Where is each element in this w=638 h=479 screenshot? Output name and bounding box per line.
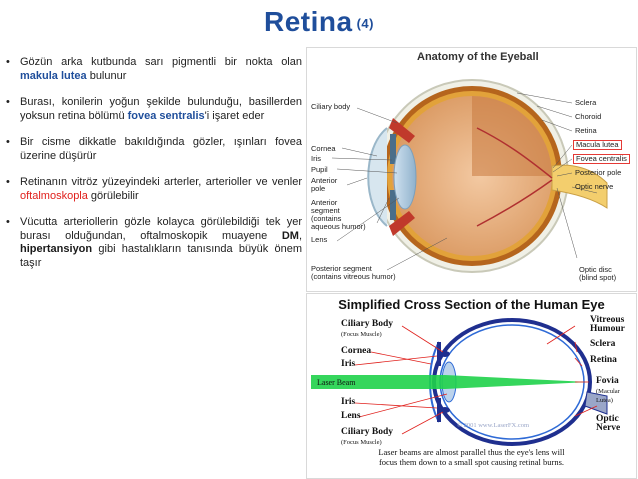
cross-section-illustration <box>311 318 608 446</box>
label-fovea-centralis: Fovea centralis <box>573 154 630 164</box>
label-optic-nerve-cs: Optic Nerve <box>596 414 621 433</box>
label-laser-beam: Laser Beam <box>317 378 356 387</box>
bullet-list: Gözün arka kutbunda sarı pigmentli bir n… <box>6 56 302 283</box>
label-choroid: Choroid <box>575 112 602 121</box>
label-cornea-cs: Cornea <box>341 346 372 356</box>
label-posterior-pole: Posterior pole <box>575 168 622 177</box>
label-ciliary-body-top: Ciliary Body(Focus Muscle) <box>341 319 393 338</box>
anatomy-title: Anatomy of the Eyeball <box>417 51 539 63</box>
label-fovia: Fovia(Macular Lutea) <box>596 376 620 404</box>
bullet-item: Bir cisme dikkatle bakıldığında gözler, … <box>6 136 302 163</box>
term-fovea-sentralis: fovea sentralis <box>127 109 205 122</box>
label-lens: Lens <box>311 235 328 244</box>
bullet-item: Vücutta arteriollerin gözle kolayca görü… <box>6 216 302 270</box>
label-lens-cs: Lens <box>341 411 361 421</box>
label-cornea: Cornea <box>311 144 336 153</box>
cross-section-title: Simplified Cross Section of the Human Ey… <box>338 297 605 312</box>
label-anterior-pole: Anterior pole <box>311 176 338 193</box>
slide-title: Retina(4) <box>0 6 638 38</box>
label-optic-disc: Optic disc (blind spot) <box>579 265 617 282</box>
label-retina: Retina <box>575 126 597 135</box>
bullet-item: Retinanın vitröz yüzeyindeki arterler, a… <box>6 176 302 203</box>
term-makula-lutea: makula lutea <box>20 69 87 82</box>
eyeball-illustration <box>331 79 608 273</box>
label-pupil: Pupil <box>311 165 328 174</box>
label-posterior-segment: Posterior segment (contains vitreous hum… <box>311 264 396 281</box>
cross-section-caption: Laser beams are almost parallel thus the… <box>378 447 565 467</box>
label-iris: Iris <box>311 154 321 163</box>
label-macula-lutea: Macula lutea <box>573 140 622 150</box>
cross-section-figure: Simplified Cross Section of the Human Ey… <box>306 293 637 479</box>
label-ciliary-body-bottom: Ciliary Body(Focus Muscle) <box>341 427 393 446</box>
label-retina-cs: Retina <box>590 355 617 365</box>
term-oftalmoskop: oftalmoskopla <box>20 189 88 202</box>
label-optic-nerve: Optic nerve <box>575 182 614 191</box>
slide-number: (4) <box>356 16 374 31</box>
label-sclera: Sclera <box>575 98 597 107</box>
slide-title-text: Retina <box>264 6 353 37</box>
anatomy-figure: Anatomy of the Eyeball <box>306 47 637 292</box>
bullet-item: Gözün arka kutbunda sarı pigmentli bir n… <box>6 56 302 83</box>
label-iris-bottom: Iris <box>341 397 356 407</box>
term-hipertansiyon: hipertansiyon <box>20 243 93 255</box>
term-dm: DM <box>281 229 299 242</box>
watermark: © 2001 www.LaserFX.com <box>457 422 530 429</box>
bullet-item: Burası, konilerin yoğun şekilde bulunduğ… <box>6 96 302 123</box>
label-vitreous-humour: Vitreous Humour <box>590 315 625 334</box>
label-iris-top: Iris <box>341 359 356 369</box>
label-anterior-segment: Anterior segment (contains aqueous humor… <box>311 198 366 231</box>
label-sclera-cs: Sclera <box>590 339 616 349</box>
label-ciliary-body: Ciliary body <box>311 102 351 111</box>
